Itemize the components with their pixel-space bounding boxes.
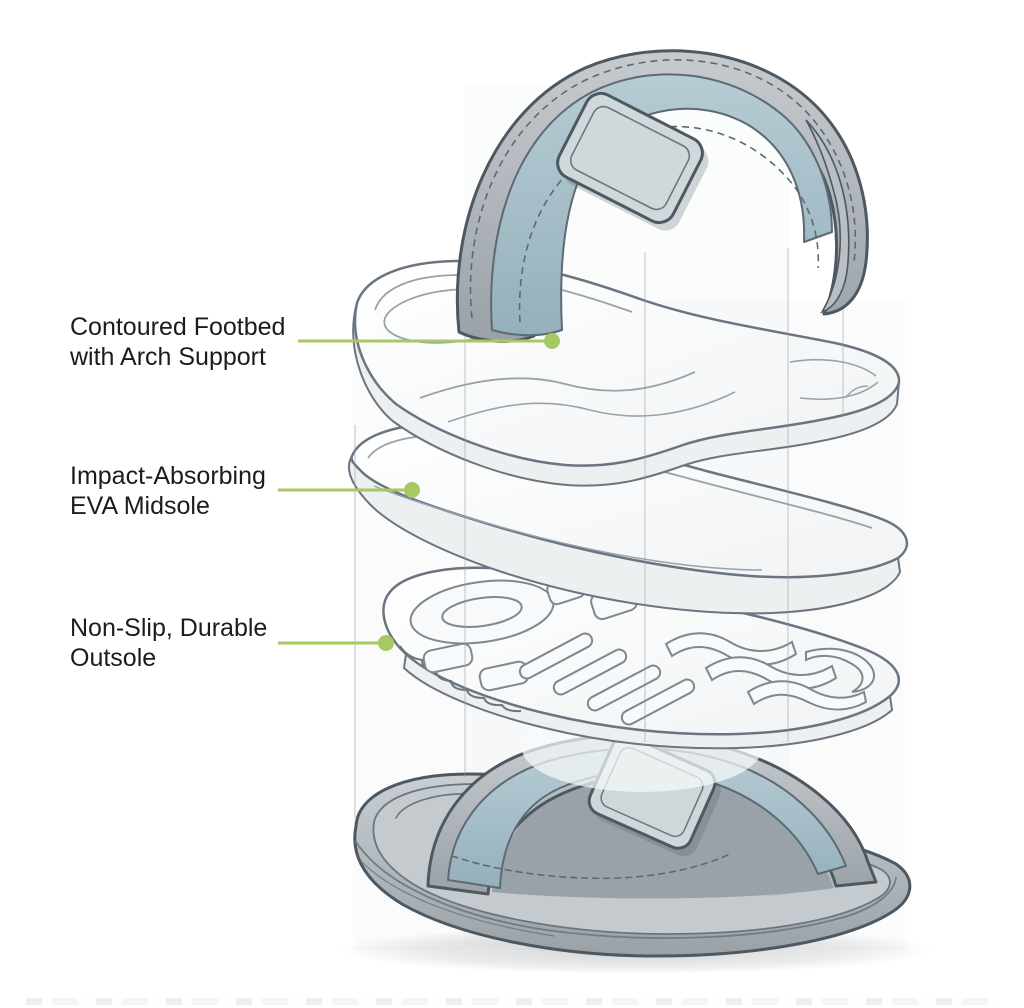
strap-stitch-inner bbox=[518, 125, 820, 323]
footbed-arch-line-1 bbox=[419, 371, 696, 399]
footbed-toe-line-2 bbox=[799, 381, 879, 400]
label-outsole-line2: Outsole bbox=[70, 644, 157, 672]
outsole-tread bbox=[409, 574, 875, 726]
midsole-front-line bbox=[373, 485, 763, 571]
footbed-toe-line-1 bbox=[789, 358, 877, 377]
label-footbed-line2: with Arch Support bbox=[70, 343, 266, 371]
sandal-side-seam bbox=[355, 841, 897, 939]
label-midsole-line1: Impact-Absorbing bbox=[70, 462, 266, 490]
strap-stitch-outer bbox=[469, 59, 857, 319]
label-footbed: Contoured Footbed with Arch Support bbox=[70, 312, 285, 372]
leader-dot-outsole bbox=[378, 635, 394, 651]
sandal-side-seam-2 bbox=[361, 861, 555, 937]
leader-dot-footbed bbox=[544, 333, 560, 349]
strap-buckle bbox=[556, 91, 709, 231]
label-outsole-line1: Non-Slip, Durable bbox=[70, 614, 268, 642]
label-midsole-line2: EVA Midsole bbox=[70, 492, 210, 520]
outsole-layer bbox=[382, 566, 900, 750]
leader-dot-midsole bbox=[404, 482, 420, 498]
label-midsole: Impact-Absorbing EVA Midsole bbox=[70, 461, 266, 521]
footbed-arch-line-2 bbox=[447, 391, 736, 423]
label-footbed-line1: Contoured Footbed bbox=[70, 313, 286, 341]
strap-curl-inner-face bbox=[805, 119, 850, 314]
outsole-scalloped-edge bbox=[399, 645, 522, 713]
leader-lines bbox=[278, 333, 560, 651]
label-outsole: Non-Slip, Durable Outsole bbox=[70, 613, 267, 673]
strap-layer bbox=[455, 49, 869, 343]
sandal-strap-stitch bbox=[451, 853, 731, 880]
bottom-artifact-strip bbox=[26, 998, 998, 1005]
